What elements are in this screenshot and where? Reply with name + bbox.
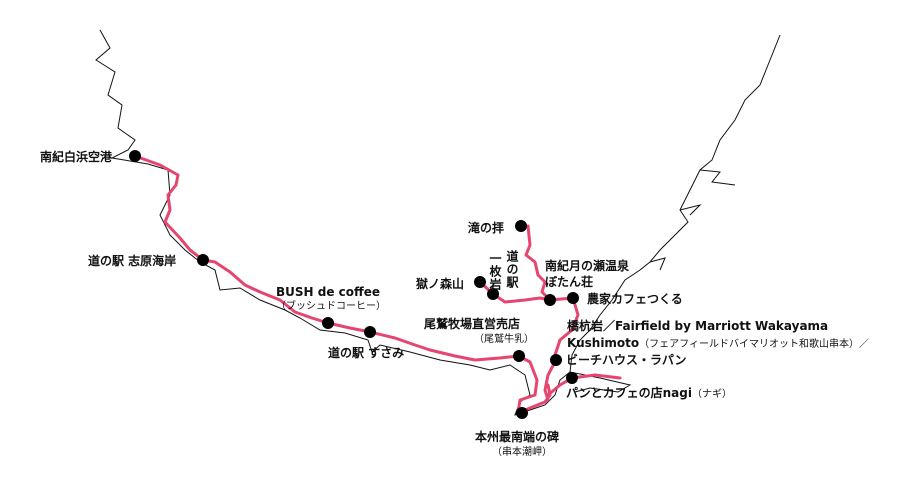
marker-botan[interactable]	[544, 294, 556, 306]
marker-beach[interactable]	[550, 354, 562, 366]
label-botan: ぼたん荘	[545, 275, 594, 289]
label-hashikui: 橋杭岩／Fairfield by Marriott Wakayama	[567, 319, 829, 333]
label-cafe-tsukuru: 農家カフェつくる	[587, 292, 683, 306]
label-airport: 南紀白浜空港	[40, 150, 113, 164]
label-nagi-sub: （ナギ）	[691, 389, 732, 400]
coastline-east	[569, 34, 781, 373]
label-takenomori: 獄ノ森山	[416, 277, 465, 291]
marker-cafe-tsukuru[interactable]	[567, 292, 579, 304]
coastline-west	[95, 29, 632, 416]
marker-ichimaiiwa[interactable]	[487, 288, 499, 300]
marker-susami[interactable]	[364, 326, 376, 338]
label-nagi-main: パンとカフェの店nagi	[566, 386, 692, 400]
marker-nagi[interactable]	[566, 372, 578, 384]
label-onsen: 南紀月の瀬温泉	[545, 259, 630, 273]
label-shiwara: 道の駅 志原海岸	[88, 254, 177, 268]
label-susami: 道の駅 すさみ	[328, 346, 405, 360]
route-branch-taki	[524, 224, 552, 302]
label-southmost-sub: （串本潮岬）	[492, 447, 552, 458]
marker-southmost[interactable]	[516, 407, 528, 419]
label-kushimoto: Kushimoto（フェアフィールドバイマリオット和歌山串本）／	[567, 336, 869, 352]
label-bush-sub: （ブッシュドコーヒー）	[276, 301, 386, 312]
marker-owashi[interactable]	[513, 350, 525, 362]
label-ichimaiiwa: 一枚岩	[488, 252, 502, 291]
label-southmost: 本州最南端の碑	[475, 430, 560, 444]
marker-shiwara[interactable]	[197, 254, 209, 266]
label-kushimoto-sub: （フェアフィールドバイマリオット和歌山串本）／	[639, 339, 869, 350]
route-main	[133, 154, 552, 415]
label-bush: BUSH de coffee	[276, 285, 381, 299]
label-kushimoto-main: Kushimoto	[567, 336, 640, 350]
label-takinohai: 滝の拝	[468, 221, 505, 235]
label-owashi-sub: （尾鷲牛乳）	[474, 334, 534, 345]
marker-airport[interactable]	[129, 150, 141, 162]
marker-bush[interactable]	[322, 317, 334, 329]
label-beach: ビーチハウス・ラパン	[566, 353, 687, 367]
label-nagi: パンとカフェの店nagi（ナギ）	[566, 386, 732, 402]
coastline-inlet	[649, 169, 736, 271]
marker-takenomori[interactable]	[474, 276, 486, 288]
route-branch-north	[478, 280, 580, 402]
label-owashi: 尾鷲牧場直営売店	[424, 317, 521, 331]
label-michinoeki: 道の駅	[505, 250, 519, 289]
marker-takinohai[interactable]	[515, 220, 527, 232]
